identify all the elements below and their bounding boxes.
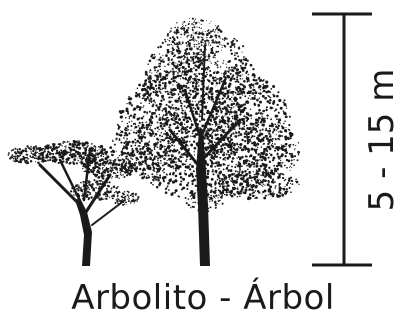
height-scale-bar	[312, 12, 372, 267]
diagram-caption: Arbolito - Árbol	[71, 278, 335, 318]
height-range-label: 5 - 15 m	[362, 68, 402, 212]
large-tree-icon	[109, 17, 301, 266]
small-tree-icon	[7, 139, 140, 266]
